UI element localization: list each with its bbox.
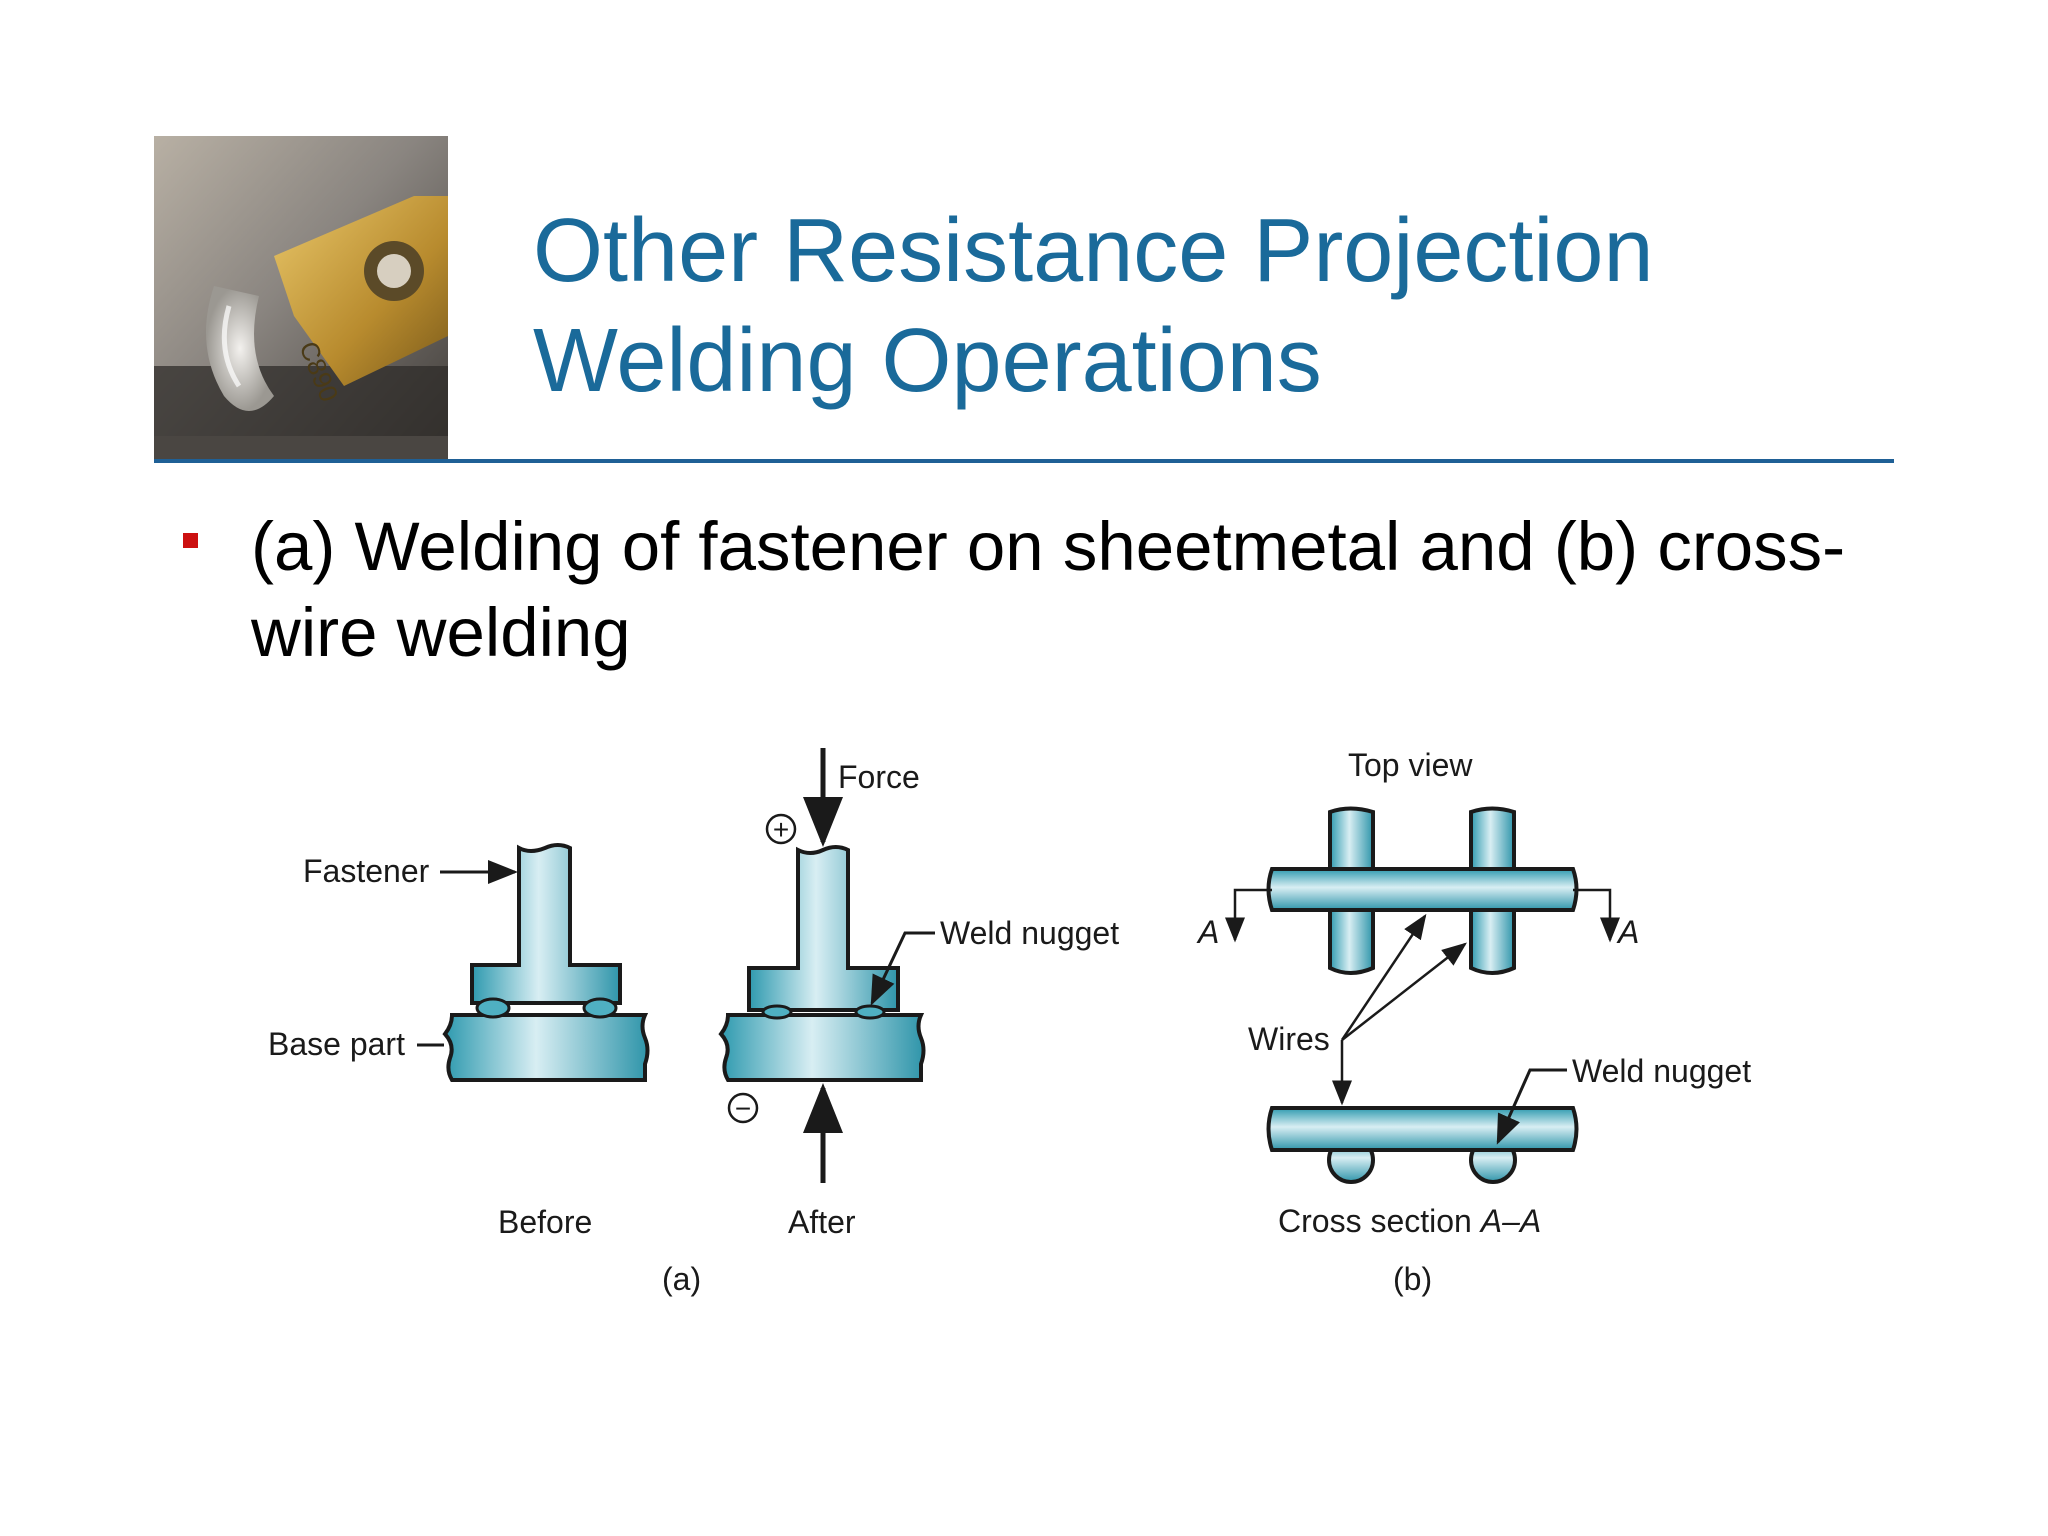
fastener-before <box>470 843 622 1005</box>
plus-symbol: + <box>773 814 789 845</box>
base-part-before <box>442 1013 650 1082</box>
minus-terminal-icon <box>727 1092 759 1124</box>
section-letter-left: A <box>1196 914 1219 950</box>
minus-symbol: − <box>735 1093 751 1124</box>
figure-b-top-view: Top view A A <box>1196 747 1639 975</box>
header-photo: C890 <box>154 136 448 462</box>
wires-callout: Wires <box>1248 913 1467 1106</box>
figure-a-after: Force + − Weld nugget After <box>718 748 1119 1240</box>
cross-section-label: Cross section A–A <box>1278 1203 1541 1239</box>
section-letter-right: A <box>1616 914 1639 950</box>
figure-b-cross-section: Weld nugget Cross section A–A <box>1266 1053 1751 1239</box>
weld-nugget-label-b: Weld nugget <box>1572 1053 1751 1089</box>
wires-leader-2 <box>1341 942 1467 1041</box>
caption-a: (a) <box>662 1261 701 1297</box>
before-label: Before <box>498 1204 592 1240</box>
plus-terminal-icon <box>765 813 797 845</box>
fastener-after <box>747 845 900 1012</box>
title-underline <box>154 459 1894 463</box>
bullet-text: (a) Welding of fastener on sheetmetal an… <box>251 508 1846 671</box>
weld-nugget-leader-a <box>870 931 935 1006</box>
wires-leader-1 <box>1340 913 1427 1041</box>
slide-title: Other Resistance Projection Welding Oper… <box>533 196 1654 416</box>
title-line-2: Welding Operations <box>533 311 1322 411</box>
projection-right-before <box>582 997 618 1019</box>
fastener-label: Fastener <box>303 853 430 889</box>
projection-left-before <box>475 997 511 1019</box>
bullet-marker <box>183 533 198 548</box>
weld-nugget-left-after <box>761 1004 793 1020</box>
weld-nugget-leader-b <box>1496 1068 1567 1145</box>
horizontal-wire-top <box>1266 867 1579 912</box>
top-view-label: Top view <box>1348 747 1473 783</box>
horizontal-wire-bottom <box>1266 1106 1579 1152</box>
force-label: Force <box>838 759 920 795</box>
weld-nugget-label-a: Weld nugget <box>940 915 1119 951</box>
section-marker-left <box>1225 888 1272 943</box>
cross-section-italic: A–A <box>1479 1203 1541 1239</box>
figure-a-before: Fastener Base part Before <box>268 843 650 1240</box>
caption-b: (b) <box>1393 1261 1432 1297</box>
after-label: After <box>788 1204 856 1240</box>
weld-nugget-right-after <box>854 1004 886 1020</box>
wires-label: Wires <box>1248 1021 1330 1057</box>
base-part-after <box>718 1013 926 1082</box>
title-line-1: Other Resistance Projection <box>533 201 1654 301</box>
section-marker-right <box>1573 888 1620 943</box>
base-part-label: Base part <box>268 1026 405 1062</box>
cross-section-text: Cross section <box>1278 1203 1481 1239</box>
